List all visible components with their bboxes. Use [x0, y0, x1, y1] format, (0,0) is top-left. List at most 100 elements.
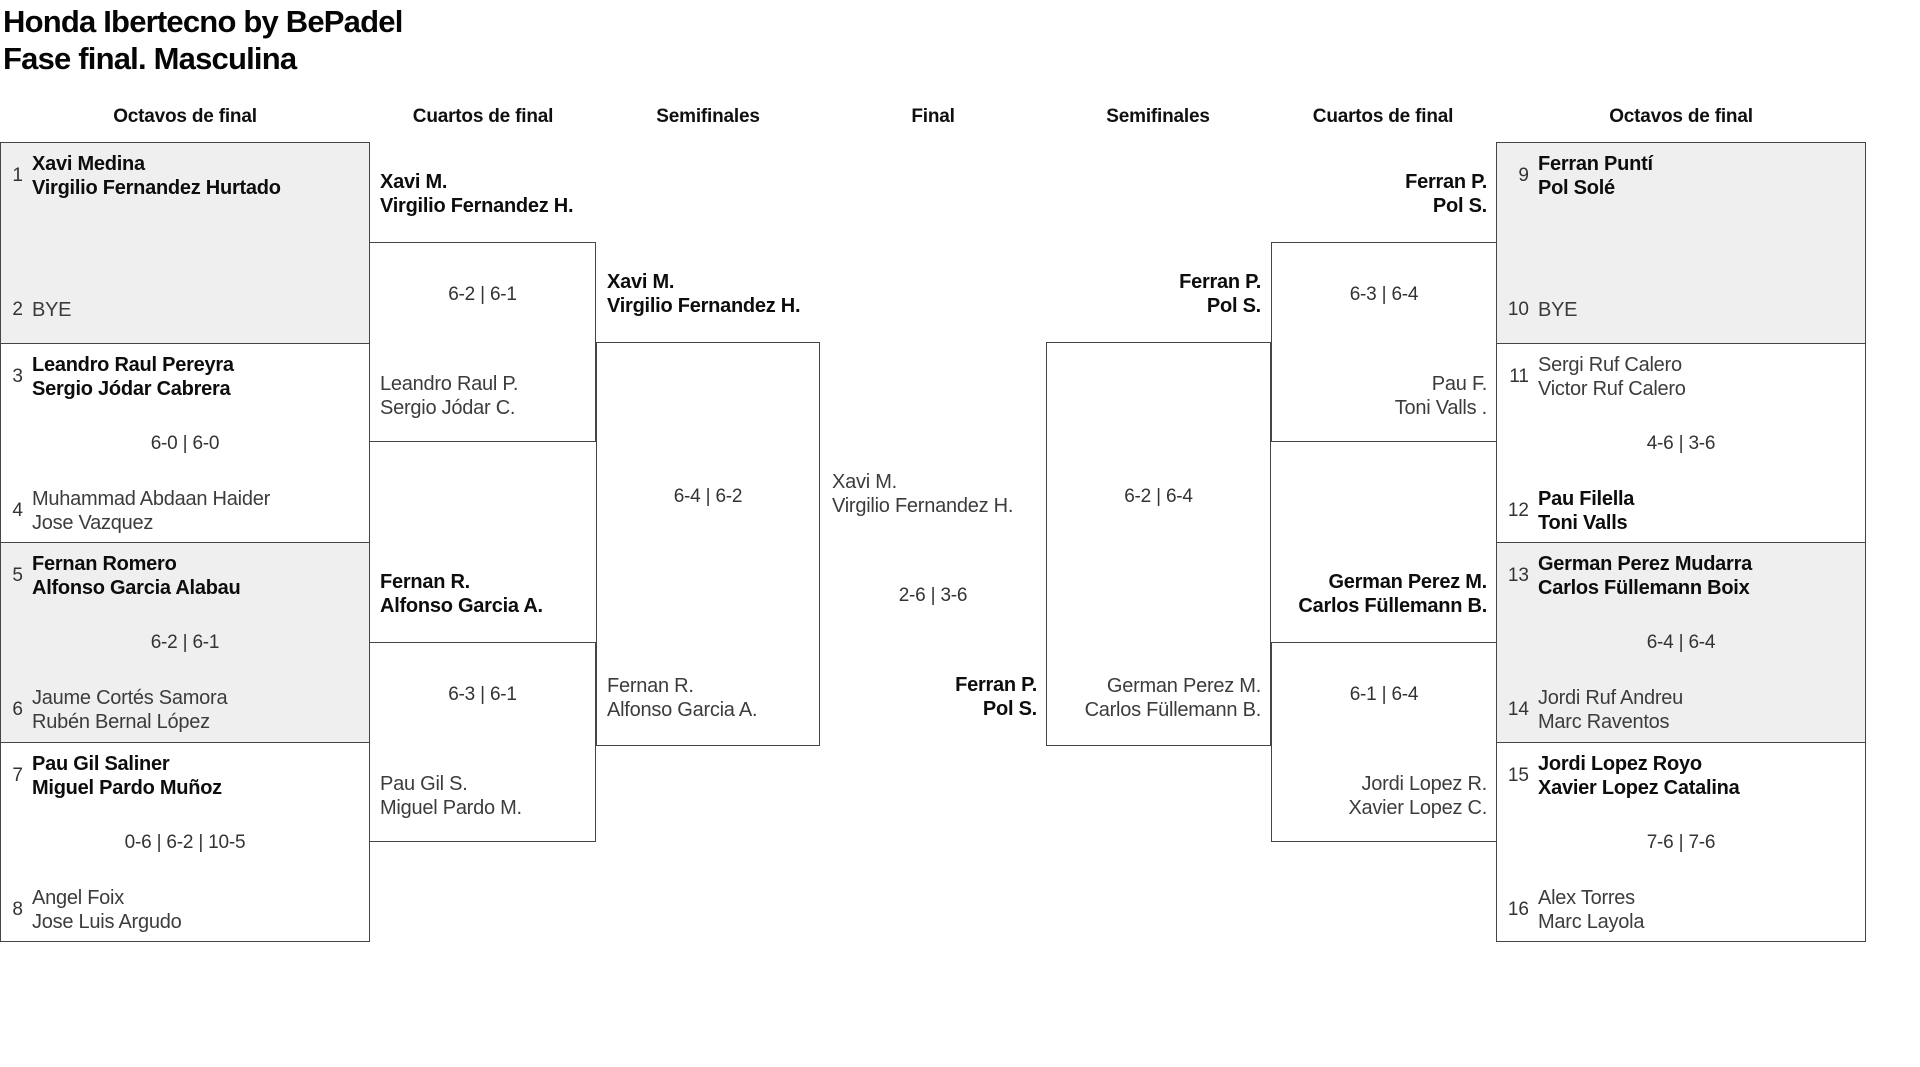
player-name: Xavi M. — [380, 171, 448, 193]
qf-winner: Ferran P. Pol S. — [1278, 170, 1487, 218]
qf-winner: Xavi M. Virgilio Fernandez H. — [380, 170, 589, 218]
player-name: Jose Luis Argudo — [32, 910, 182, 933]
sf-winner: Ferran P. Pol S. — [1053, 270, 1261, 318]
seed-number: 14 — [1507, 699, 1529, 720]
round16-right-column: 9 Ferran Puntí Pol Solé 10 BYE 11 Sergi … — [1496, 142, 1866, 942]
player-name: Rubén Bernal López — [32, 711, 210, 733]
player-name: BYE — [1538, 299, 1578, 321]
player-name: Victor Ruf Calero — [1538, 377, 1686, 400]
player-name: BYE — [32, 299, 72, 321]
team-entry-5: 5 Fernan Romero Alfonso Garcia Alabau — [1, 552, 369, 600]
team-entry-15: 15 Jordi Lopez Royo Xavier Lopez Catalin… — [1497, 752, 1865, 800]
finalist-top: Xavi M. Virgilio Fernandez H. — [832, 470, 1040, 518]
player-name: Jose Vazquez — [32, 511, 154, 534]
seed-number: 7 — [12, 764, 23, 786]
team-entry-9: 9 Ferran Puntí Pol Solé — [1497, 152, 1865, 200]
match-row-5-6: 5 Fernan Romero Alfonso Garcia Alabau 6-… — [1, 542, 369, 742]
tournament-title: Honda Ibertecno by BePadel Fase final. M… — [3, 3, 403, 77]
match-row-9-10: 9 Ferran Puntí Pol Solé 10 BYE — [1497, 143, 1865, 343]
match-score: 6-2 | 6-1 — [150, 632, 220, 653]
match-score — [1, 231, 369, 255]
player-name: Carlos Füllemann B. — [1298, 595, 1487, 617]
seed-number: 6 — [12, 699, 23, 720]
seed-number: 11 — [1509, 365, 1529, 387]
match-score: 6-3 | 6-1 — [448, 684, 517, 705]
player-name: Pol S. — [1432, 195, 1487, 217]
player-name: Carlos Füllemann Boix — [1538, 577, 1750, 599]
tournament-name: Honda Ibertecno by BePadel — [3, 4, 403, 39]
player-name: Xavier Lopez C. — [1348, 797, 1487, 819]
player-name: Muhammad Abdaan Haider — [32, 487, 270, 510]
player-name: Fernan R. — [607, 675, 694, 697]
player-name: Ferran P. — [1405, 171, 1487, 193]
match-row-7-8: 7 Pau Gil Saliner Miguel Pardo Muñoz 0-6… — [1, 741, 369, 942]
qf-loser: Leandro Raul P. Sergio Jódar C. — [380, 372, 589, 420]
final-score: 2-6 | 3-6 — [898, 585, 968, 606]
match-row-15-16: 15 Jordi Lopez Royo Xavier Lopez Catalin… — [1497, 741, 1865, 942]
semifinal-right: Ferran P. Pol S. 6-2 | 6-4 German Perez … — [1046, 271, 1271, 746]
player-name: Alfonso Garcia A. — [380, 595, 543, 617]
team-entry-11: 11 Sergi Ruf Calero Victor Ruf Calero — [1497, 353, 1865, 401]
player-name: Pau Filella — [1538, 487, 1635, 510]
team-entry-10: 10 BYE — [1497, 286, 1865, 334]
player-name: Pau Gil Saliner — [32, 752, 170, 775]
qf-loser: Pau F. Toni Valls . — [1278, 372, 1487, 420]
match-score: 6-0 | 6-0 — [150, 432, 220, 454]
match-row-3-4: 3 Leandro Raul Pereyra Sergio Jódar Cabr… — [1, 342, 369, 543]
player-name: Miguel Pardo M. — [380, 797, 522, 819]
team-entry-6: 6 Jaume Cortés Samora Rubén Bernal López — [1, 686, 369, 734]
team-entry-7: 7 Pau Gil Saliner Miguel Pardo Muñoz — [1, 752, 369, 800]
player-name: German Perez M. — [1106, 675, 1261, 697]
header-cuartos-right: Cuartos de final — [1312, 106, 1454, 127]
tournament-phase: Fase final. Masculina — [3, 41, 297, 76]
match-score: 6-2 | 6-4 — [1124, 486, 1193, 507]
seed-number: 15 — [1507, 764, 1529, 786]
player-name: Toni Valls — [1538, 511, 1628, 534]
quarterfinal-right-top: Ferran P. Pol S. 6-3 | 6-4 Pau F. Toni V… — [1271, 171, 1496, 442]
player-name: Fernan Romero — [32, 553, 177, 575]
match-score — [1497, 231, 1865, 255]
team-entry-3: 3 Leandro Raul Pereyra Sergio Jódar Cabr… — [1, 353, 369, 401]
seed-number: 16 — [1507, 898, 1529, 920]
match-row-11-12: 11 Sergi Ruf Calero Victor Ruf Calero 4-… — [1497, 342, 1865, 543]
seed-number: 13 — [1507, 565, 1529, 586]
player-name: Ferran Puntí — [1538, 153, 1653, 175]
header-octavos-right: Octavos de final — [1609, 106, 1753, 127]
player-name: Pau F. — [1431, 373, 1487, 395]
player-name: Ferran P. — [1179, 271, 1261, 293]
player-name: Miguel Pardo Muñoz — [32, 776, 222, 799]
player-name: Pol Solé — [1538, 177, 1615, 199]
seed-number: 4 — [12, 499, 23, 521]
match-row-1-2: 1 Xavi Medina Virgilio Fernandez Hurtado… — [1, 143, 369, 343]
player-name: Pol S. — [1206, 295, 1261, 317]
header-semis-left: Semifinales — [656, 106, 760, 127]
player-name: Alfonso Garcia A. — [607, 699, 758, 721]
player-name: Marc Raventos — [1538, 711, 1670, 733]
match-score: 4-6 | 3-6 — [1646, 432, 1716, 454]
team-entry-8: 8 Angel Foix Jose Luis Argudo — [1, 886, 369, 934]
player-name: Sergio Jódar Cabrera — [32, 377, 231, 400]
player-name: Jordi Ruf Andreu — [1538, 687, 1683, 709]
qf-loser: Jordi Lopez R. Xavier Lopez C. — [1278, 772, 1487, 820]
player-name: German Perez Mudarra — [1538, 553, 1752, 575]
player-name: Pol S. — [982, 698, 1037, 720]
seed-number: 5 — [12, 565, 23, 586]
player-name: Pau Gil S. — [380, 773, 468, 795]
quarterfinal-left-top: Xavi M. Virgilio Fernandez H. 6-2 | 6-1 … — [370, 171, 596, 442]
player-name: Xavi M. — [832, 471, 897, 493]
player-name: Fernan R. — [380, 571, 470, 593]
team-entry-16: 16 Alex Torres Marc Layola — [1497, 886, 1865, 934]
seed-number: 2 — [12, 299, 23, 320]
player-name: Xavi M. — [607, 271, 675, 293]
quarterfinal-right-bottom: German Perez M. Carlos Füllemann B. 6-1 … — [1271, 571, 1496, 842]
seed-number: 10 — [1507, 299, 1529, 320]
player-name: Carlos Füllemann B. — [1084, 699, 1262, 721]
header-octavos-left: Octavos de final — [113, 106, 257, 127]
team-entry-2: 2 BYE — [1, 286, 369, 334]
team-entry-1: 1 Xavi Medina Virgilio Fernandez Hurtado — [1, 152, 369, 200]
qf-winner: Fernan R. Alfonso Garcia A. — [380, 570, 589, 618]
match-row-13-14: 13 German Perez Mudarra Carlos Füllemann… — [1497, 542, 1865, 742]
finalist-bottom-champion: Ferran P. Pol S. — [826, 673, 1037, 721]
player-name: Angel Foix — [32, 886, 124, 909]
qf-winner: German Perez M. Carlos Füllemann B. — [1278, 570, 1487, 618]
